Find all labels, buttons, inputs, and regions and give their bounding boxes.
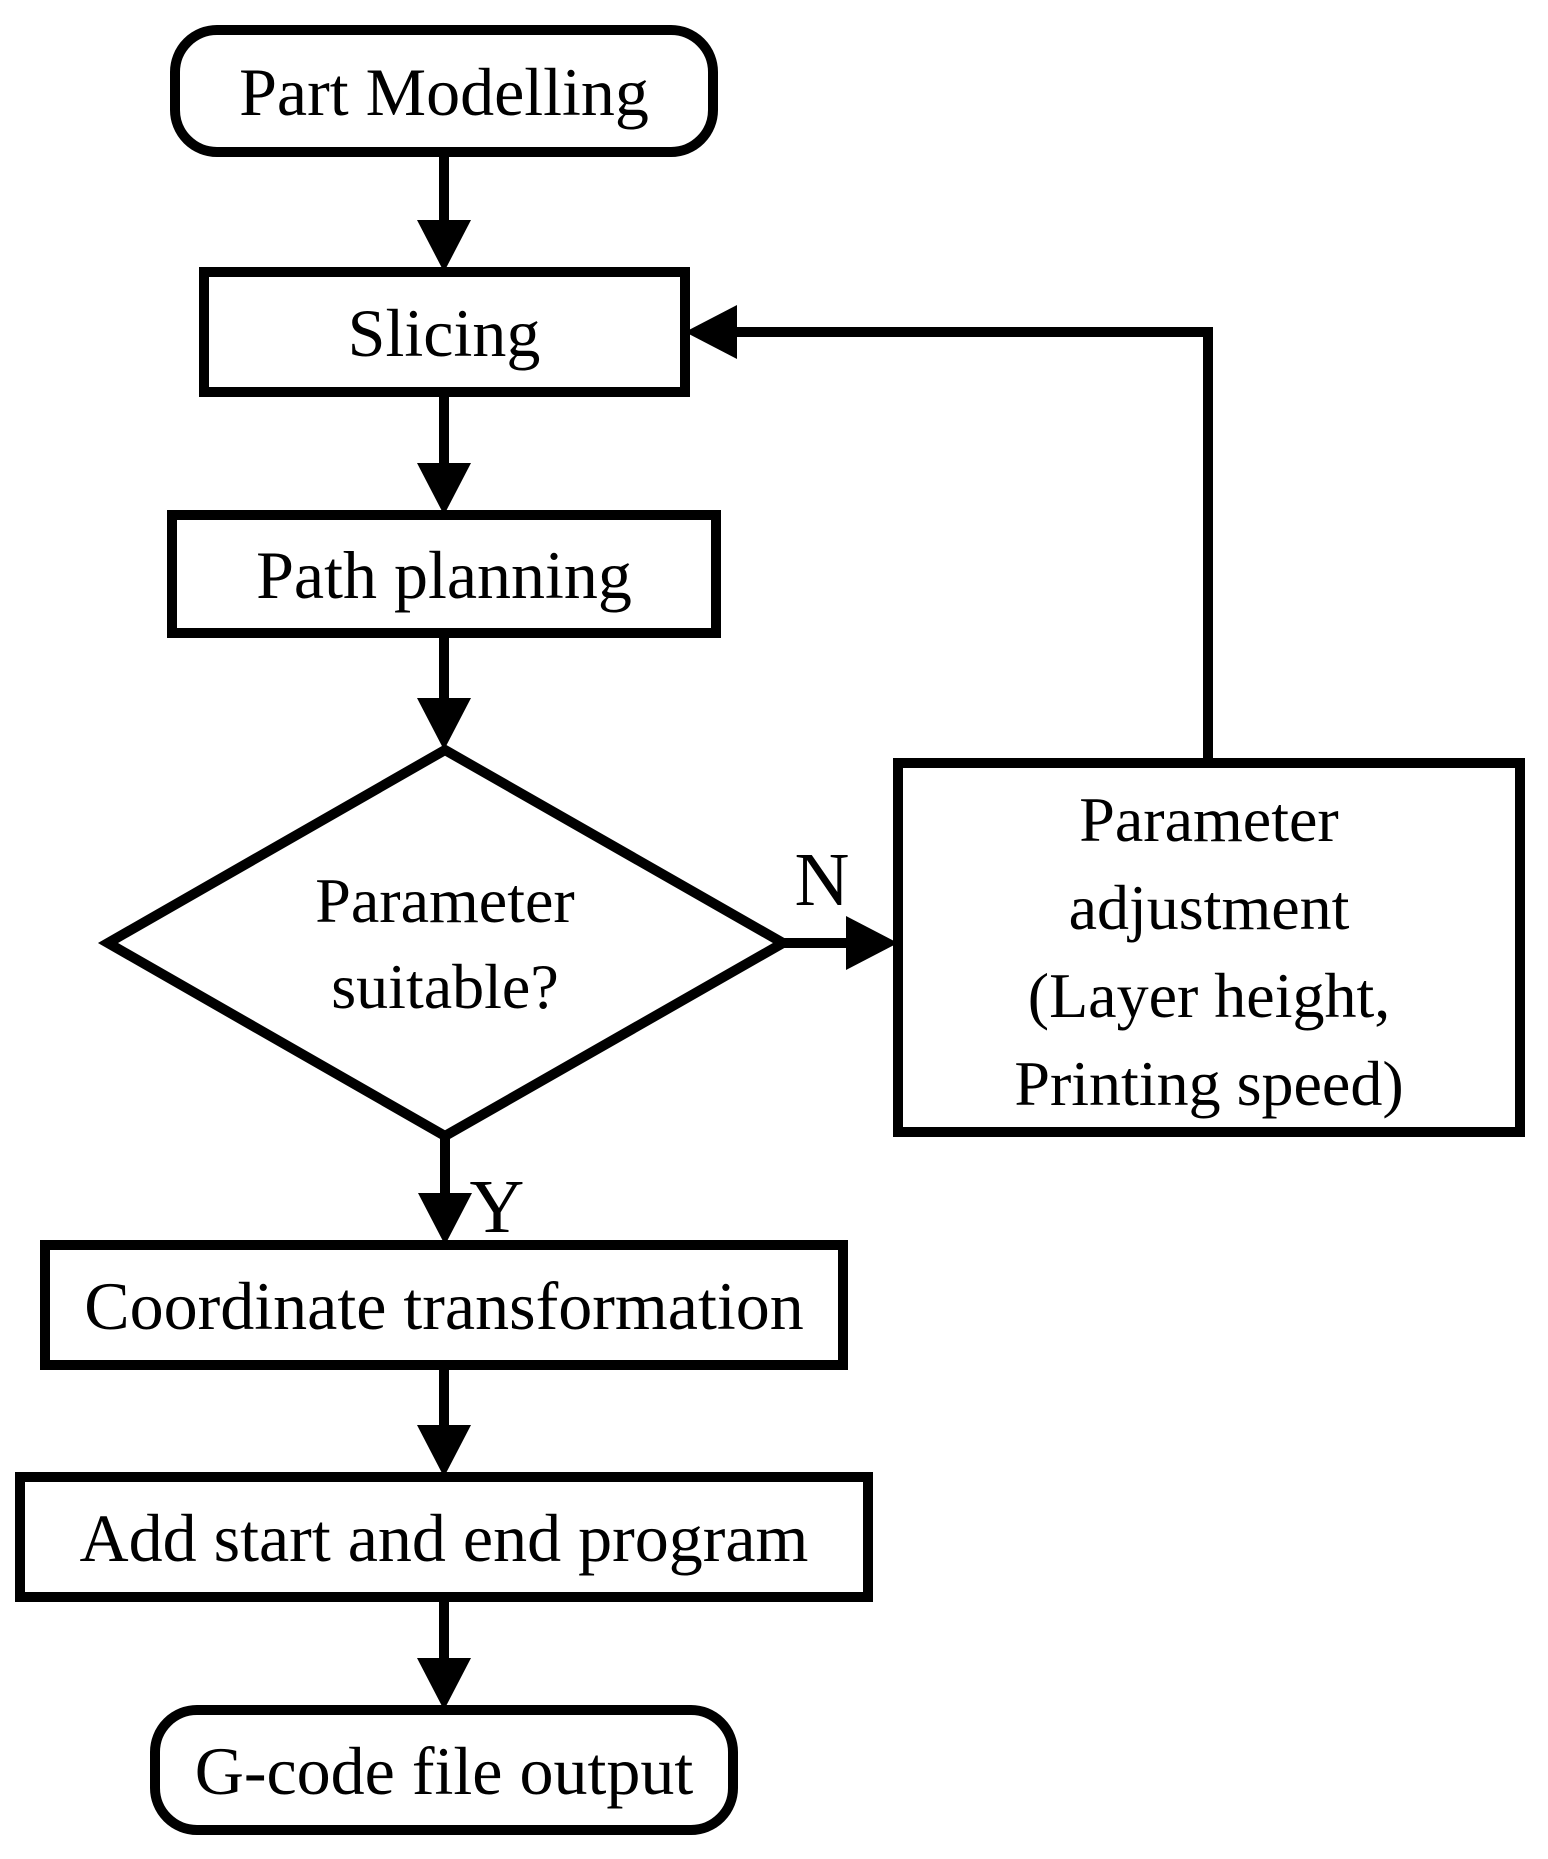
edge-feedback-to-slicing (685, 305, 1213, 763)
part-modelling-shape (170, 25, 718, 157)
node-parameter-adjustment: Parameter adjustment (Layer height, Prin… (893, 758, 1525, 1137)
gcode-file-output-shape (150, 1705, 738, 1835)
coordinate-transformation-shape (40, 1240, 848, 1370)
parameter-adjustment-shape (893, 758, 1525, 1137)
parameter-adjustment-label-line1: Parameter (1079, 784, 1338, 855)
node-add-start-end-program: Add start and end program (15, 1472, 873, 1602)
edge-partmodelling-to-slicing (417, 152, 471, 272)
parameter-adjustment-label-line4: Printing speed) (1014, 1048, 1403, 1119)
add-start-end-program-label: Add start and end program (80, 1500, 809, 1576)
slicing-label: Slicing (348, 295, 541, 371)
coordinate-transformation-label: Coordinate transformation (84, 1268, 803, 1344)
parameter-adjustment-label-line3: (Layer height, (1028, 960, 1391, 1031)
arrowhead-down-icon (417, 220, 471, 272)
arrowhead-down-icon (417, 698, 471, 750)
arrowhead-right-icon (846, 916, 898, 970)
edge-label-no: N (795, 838, 850, 922)
node-slicing: Slicing (199, 267, 690, 397)
edge-line-feedback (736, 327, 1213, 763)
edge-coordinate-to-addprogram (417, 1365, 471, 1477)
edge-slicing-to-pathplanning (417, 392, 471, 515)
arrowhead-left-icon (685, 305, 737, 359)
part-modelling-label: Part Modelling (239, 54, 649, 130)
node-coordinate-transformation: Coordinate transformation (40, 1240, 848, 1370)
path-planning-shape (167, 510, 721, 638)
gcode-file-output-label: G-code file output (195, 1733, 694, 1809)
node-parameter-suitable: Parameter suitable? (97, 744, 794, 1142)
node-gcode-file-output: G-code file output (150, 1705, 738, 1835)
edge-decision-no-branch: N (783, 838, 898, 970)
add-start-end-program-shape (15, 1472, 873, 1602)
node-part-modelling: Part Modelling (170, 25, 718, 157)
edge-pathplanning-to-decision (417, 633, 471, 750)
node-path-planning: Path planning (167, 510, 721, 638)
arrowhead-down-icon (418, 1193, 472, 1245)
slicing-shape (199, 267, 690, 397)
parameter-suitable-label-line2: suitable? (331, 951, 558, 1022)
edge-decision-yes-branch: Y (418, 1136, 524, 1249)
parameter-suitable-shape (97, 744, 794, 1142)
parameter-adjustment-label-line2: adjustment (1069, 872, 1350, 943)
parameter-suitable-label-line1: Parameter (315, 865, 574, 936)
edge-addprogram-to-gcode (417, 1597, 471, 1710)
arrowhead-down-icon (417, 1658, 471, 1710)
edge-label-yes: Y (470, 1165, 525, 1249)
arrowhead-down-icon (417, 463, 471, 515)
path-planning-label: Path planning (256, 537, 632, 613)
arrowhead-down-icon (417, 1425, 471, 1477)
